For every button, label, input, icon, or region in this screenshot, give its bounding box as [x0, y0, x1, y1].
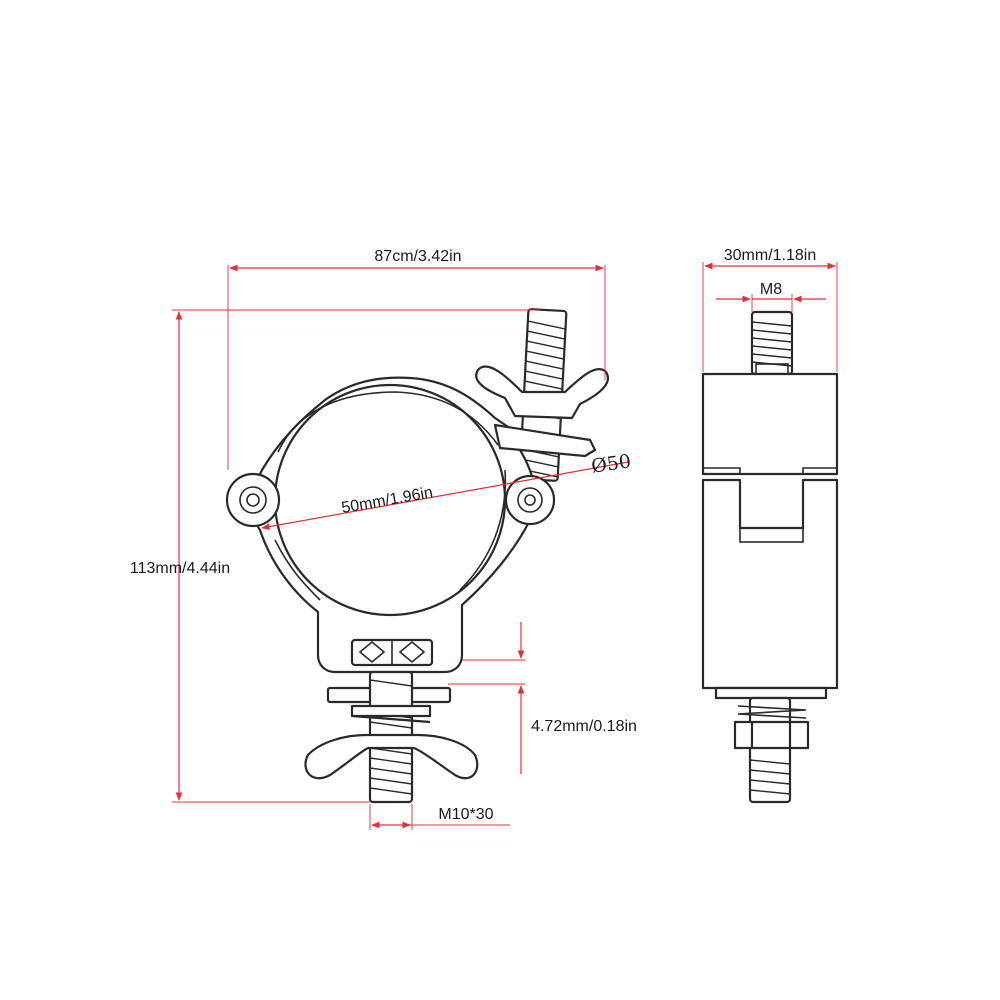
- side-upper-block: [701, 372, 839, 476]
- dim-gap: 4.72mm/0.18in: [448, 622, 637, 774]
- gap-label: 4.72mm/0.18in: [531, 718, 637, 735]
- dim-overall-width: 87cm/3.42in: [227, 248, 606, 470]
- side-view: 30mm/1.18in M8: [701, 247, 839, 804]
- side-bolt-label: M8: [760, 281, 782, 298]
- dim-overall-height: 113mm/4.44in: [130, 309, 540, 803]
- dim-side-width: 30mm/1.18in: [702, 247, 838, 372]
- side-lower-block: [701, 478, 839, 690]
- side-bottom-bolt: [733, 696, 810, 804]
- side-spring-washer: [737, 705, 807, 719]
- diameter-symbol: Ø50: [590, 450, 632, 477]
- overall-height-label: 113mm/4.44in: [130, 560, 230, 577]
- side-washer: [714, 686, 828, 700]
- bottom-nut: [350, 638, 434, 667]
- front-view: 87cm/3.42in 113mm/4.44in 50mm/1.96in Ø50…: [130, 248, 637, 830]
- spring-washer: [350, 704, 432, 724]
- side-wing-nut: [733, 720, 810, 750]
- dim-side-bolt: M8: [716, 281, 826, 312]
- overall-width-label: 87cm/3.42in: [374, 248, 461, 265]
- dim-bolt: M10*30: [369, 804, 510, 830]
- bottom-wing-nut: [304, 733, 479, 780]
- side-width-label: 30mm/1.18in: [724, 247, 817, 264]
- right-hinge: [504, 474, 556, 526]
- lever-arm: [493, 423, 597, 458]
- left-hinge: [225, 472, 281, 528]
- bolt-label: M10*30: [438, 806, 493, 823]
- top-wing-nut: [475, 365, 609, 420]
- side-top-bolt: [750, 310, 794, 376]
